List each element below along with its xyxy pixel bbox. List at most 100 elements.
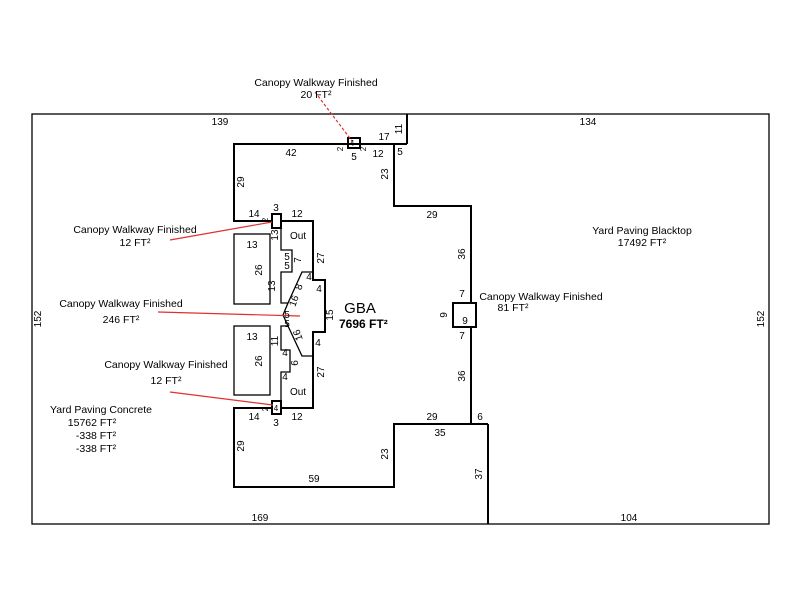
gba-outline <box>281 220 326 409</box>
dim-label: 17 <box>378 132 390 143</box>
dim-label: 36 <box>457 248 468 260</box>
yard-blacktop-area: 17492 FT² <box>618 237 667 249</box>
dim-label: 8 <box>294 282 306 291</box>
dim-label: 134 <box>580 117 597 128</box>
dim-label: 4 <box>316 284 322 295</box>
room-upper <box>233 233 271 305</box>
canopy-upper-area: 12 FT² <box>120 237 151 249</box>
canopy-top-name: Canopy Walkway Finished <box>254 77 377 89</box>
leader-line <box>314 91 353 142</box>
dim-label: 5 <box>284 310 290 321</box>
dim-label: 16 <box>291 327 305 342</box>
dim-label: 4 <box>274 404 279 413</box>
dim-label: 42 <box>285 148 297 159</box>
dim-label: 5 <box>351 152 357 163</box>
dim-label: 7 <box>459 289 465 300</box>
gba-name: GBA <box>344 300 376 317</box>
dim-label: 13 <box>267 280 278 292</box>
dim-label: 5 <box>284 261 290 272</box>
yard-blacktop-name: Yard Paving Blacktop <box>592 225 692 237</box>
dim-label: 29 <box>236 440 247 452</box>
dim-label: 27 <box>316 252 327 264</box>
canopy-top-area: 20 FT² <box>301 89 332 101</box>
dim-label: 104 <box>621 513 638 524</box>
gba-outline <box>233 143 407 222</box>
vertical-dims: 152 152 11 23 23 29 29 36 36 9 37 26 26 … <box>33 123 767 479</box>
dim-label: 16 <box>288 294 302 309</box>
dim-label: 152 <box>33 310 44 327</box>
dim-label: 27 <box>316 366 327 378</box>
dim-label: 2 <box>359 146 368 151</box>
dim-label: 15 <box>325 309 336 321</box>
dim-label: 4 <box>315 338 321 349</box>
dim-label: 26 <box>254 355 265 367</box>
canopy-lower-box <box>271 400 282 415</box>
dim-label: 139 <box>212 117 229 128</box>
canopy-lower-name: Canopy Walkway Finished <box>104 359 227 371</box>
leader-line <box>169 391 274 406</box>
dim-label: 6 <box>290 360 301 366</box>
dim-label: 5 <box>284 319 290 330</box>
out-label: Out <box>290 387 306 398</box>
canopy-top-box <box>347 137 361 149</box>
dim-label: 13 <box>246 240 258 251</box>
yard-concrete-adj: -338 FT² <box>76 430 117 442</box>
dim-label: 29 <box>426 412 438 423</box>
canopy-upper-box <box>271 213 282 229</box>
canopy-right-area: 81 FT² <box>498 302 529 314</box>
dim-label: 36 <box>457 370 468 382</box>
leader-line <box>157 311 301 317</box>
yard-concrete-area: 15762 FT² <box>68 417 117 429</box>
dim-label: 12 <box>291 209 303 220</box>
out-lower <box>280 325 313 401</box>
dim-label: 11 <box>270 335 281 346</box>
dim-label: 2 <box>261 217 270 222</box>
dim-label: 23 <box>380 448 391 460</box>
yard-concrete-adj: -338 FT² <box>76 443 117 455</box>
dim-label: 2 <box>336 146 345 151</box>
dim-label: 14 <box>248 209 260 220</box>
lot-outline <box>31 113 770 525</box>
dim-label: 23 <box>380 168 391 180</box>
canopy-upper-name: Canopy Walkway Finished <box>73 224 196 236</box>
dim-label: 13 <box>246 332 258 343</box>
dim-label: 152 <box>756 310 767 327</box>
canopy-right-name: Canopy Walkway Finished <box>479 291 602 303</box>
dim-label: 3 <box>273 203 279 214</box>
gba-outline <box>233 407 488 488</box>
dim-label: 4 <box>350 139 355 148</box>
dim-label: 37 <box>474 468 485 480</box>
dim-label: 13 <box>270 229 281 241</box>
dim-label: 12 <box>372 149 384 160</box>
dim-label: 6 <box>477 412 483 423</box>
canopy-right-box <box>452 302 477 328</box>
leader-line <box>169 221 273 241</box>
yard-concrete-name: Yard Paving Concrete <box>50 404 152 416</box>
dim-label: 9 <box>462 316 468 327</box>
dim-label: 26 <box>254 264 265 276</box>
dim-label: 3 <box>273 418 279 429</box>
dim-label: 4 <box>282 348 288 359</box>
dim-label: 35 <box>434 428 446 439</box>
dim-label: 59 <box>308 474 320 485</box>
dim-label: 11 <box>394 123 405 134</box>
dim-label: 4 <box>306 272 312 283</box>
dim-label: 12 <box>291 412 303 423</box>
canopy-mid-area: 246 FT² <box>103 314 140 326</box>
dim-label: 7 <box>293 257 304 263</box>
dim-label: 9 <box>439 312 450 318</box>
dim-label: 14 <box>248 412 260 423</box>
gba-area: 7696 FT² <box>339 317 388 331</box>
dim-label: 7 <box>459 331 465 342</box>
gba-outline <box>393 144 472 303</box>
canopy-mid-name: Canopy Walkway Finished <box>59 298 182 310</box>
dim-label: 2 <box>261 406 270 411</box>
room-lower <box>233 325 271 396</box>
out-upper <box>280 228 313 304</box>
dim-label: 4 <box>282 372 288 383</box>
canopy-lower-area: 12 FT² <box>151 375 182 387</box>
out-label: Out <box>290 231 306 242</box>
dim-label: 5 <box>397 147 403 158</box>
dim-label: 5 <box>284 252 290 263</box>
